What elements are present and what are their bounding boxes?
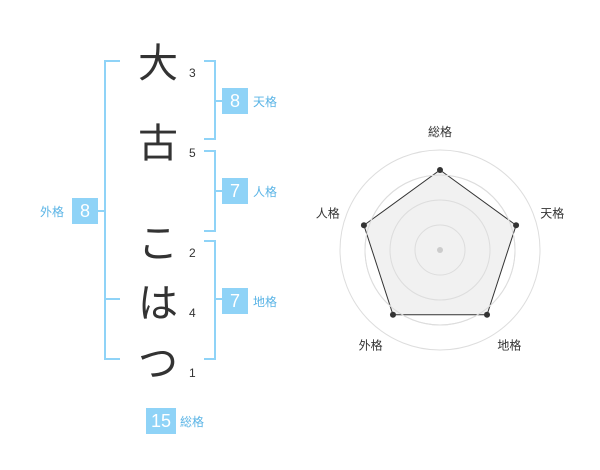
gaikaku-label: 外格 bbox=[40, 205, 65, 219]
radar-label-gaikaku: 外格 bbox=[359, 337, 383, 352]
tenkaku-label: 天格 bbox=[253, 95, 278, 109]
radar-point-gaikaku bbox=[389, 311, 396, 318]
radar-point-tenkaku bbox=[513, 222, 520, 229]
name-char-4: は bbox=[138, 281, 178, 327]
radar-inner-ring-3 bbox=[364, 174, 516, 326]
name-char-2: 古 bbox=[138, 121, 178, 167]
jinkaku-value: 7 bbox=[222, 178, 248, 204]
tenkaku-value: 8 bbox=[222, 88, 248, 114]
radar-point-soukaku bbox=[437, 167, 443, 173]
radar-center-dot bbox=[437, 247, 443, 253]
radar-polygon bbox=[363, 169, 517, 316]
radar-label-tenkaku: 天格 bbox=[540, 206, 564, 221]
soukaku-value: 15 bbox=[146, 408, 176, 434]
stroke-count-3: 2 bbox=[189, 246, 196, 260]
name-char-5: つ bbox=[138, 341, 178, 387]
chikaku-label: 地格 bbox=[253, 295, 278, 309]
jinkaku-label: 人格 bbox=[253, 185, 278, 199]
radar-label-chikaku: 地格 bbox=[497, 337, 521, 352]
radar-point-chikaku bbox=[484, 311, 491, 318]
name-char-1: 大 bbox=[138, 41, 178, 87]
soukaku-label: 総格 bbox=[180, 415, 205, 429]
stroke-count-4: 4 bbox=[189, 306, 196, 320]
gaikaku-value: 8 bbox=[72, 198, 98, 224]
radar-ring-4 bbox=[339, 149, 541, 351]
stroke-count-2: 5 bbox=[189, 146, 196, 160]
radar-label-jinkaku: 人格 bbox=[316, 206, 340, 221]
radar-point-jinkaku bbox=[360, 222, 367, 229]
radar-inner-ring-2 bbox=[389, 199, 491, 301]
radar-inner-ring-1 bbox=[414, 224, 466, 276]
name-char-3: こ bbox=[138, 221, 178, 267]
stroke-count-1: 3 bbox=[189, 66, 196, 80]
stroke-count-5: 1 bbox=[189, 366, 196, 380]
radar-label-soukaku: 総格 bbox=[428, 124, 452, 139]
chikaku-value: 7 bbox=[222, 288, 248, 314]
